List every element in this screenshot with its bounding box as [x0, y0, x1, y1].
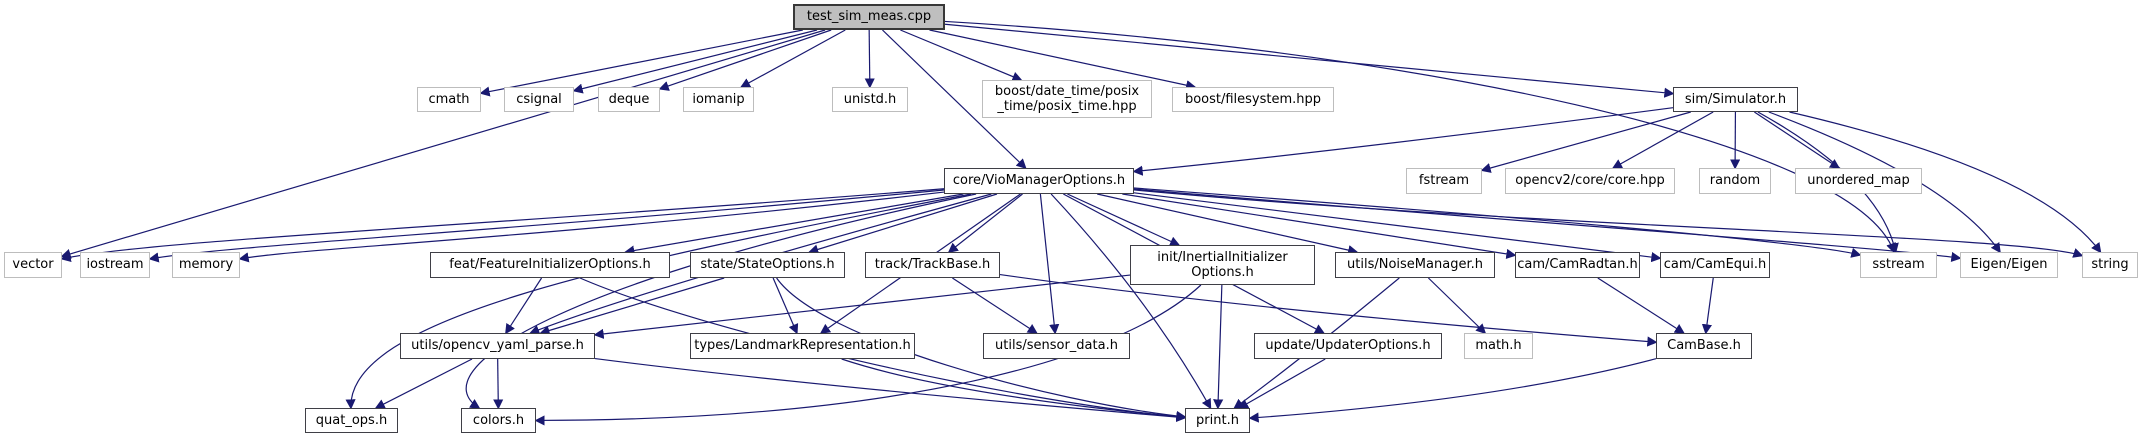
edge-sim-to-core [1132, 107, 1674, 176]
edge-core-to-iostream [148, 189, 945, 263]
edge-init-to-print [1213, 284, 1224, 410]
edge-core-to-string [1133, 189, 2084, 258]
edge-camradtan-to-cambase [1597, 277, 1685, 334]
edge-root-to-cmath [479, 29, 803, 97]
graph-node-deque: deque [598, 87, 660, 112]
edge-sim-to-unordered [1754, 111, 1841, 169]
graph-node-cmath: cmath [417, 87, 481, 112]
edge-root-to-boostfs [929, 29, 1197, 91]
graph-node-iostream: iostream [80, 252, 150, 278]
edge-core-to-print [1050, 193, 1212, 410]
edge-updater-to-print [1238, 358, 1326, 409]
graph-node-quat[interactable]: quat_ops.h [305, 408, 398, 433]
graph-node-updater[interactable]: update/UpdaterOptions.h [1254, 333, 1442, 359]
edge-root-to-unistd [864, 29, 875, 89]
edge-root-to-core [882, 29, 1027, 170]
edge-core-to-quat [345, 193, 972, 410]
graph-node-memory: memory [172, 252, 240, 278]
graph-node-init[interactable]: init/InertialInitializer Options.h [1130, 245, 1315, 285]
graph-node-noise[interactable]: utils/NoiseManager.h [1335, 252, 1495, 278]
edge-track-to-sensor [952, 277, 1038, 334]
edge-types-to-print [841, 358, 1187, 422]
edge-core-to-camequi [1133, 192, 1662, 263]
graph-node-vector: vector [4, 252, 62, 278]
graph-node-cambase[interactable]: CamBase.h [1656, 333, 1752, 359]
edge-feat-to-parse [505, 277, 543, 335]
edge-root-to-deque [658, 29, 832, 91]
graph-node-camradtan[interactable]: cam/CamRadtan.h [1515, 252, 1640, 278]
graph-node-fstream: fstream [1406, 168, 1482, 194]
edge-core-to-track [947, 193, 1023, 253]
edge-feat-to-print [579, 277, 1187, 422]
edge-init-to-parse [593, 274, 1131, 339]
edge-core-to-sstream [1133, 187, 1862, 258]
graph-node-parse[interactable]: utils/opencv_yaml_parse.h [400, 333, 595, 359]
graph-node-csignal: csignal [504, 87, 574, 112]
edge-cambase-to-print [1248, 358, 1657, 423]
edge-root-to-csignal [572, 29, 818, 94]
graph-node-sstream: sstream [1860, 252, 1937, 278]
edge-root-to-sstream [944, 20, 1896, 254]
graph-node-boostdt: boost/date_time/posix _time/posix_time.h… [982, 80, 1152, 118]
edge-track-to-cambase [999, 273, 1658, 347]
edge-sim-to-fstream [1480, 111, 1691, 173]
edge-parse-to-colors [493, 358, 504, 410]
edge-core-to-vector [60, 188, 945, 262]
edge-root-to-boostdt [900, 29, 1023, 82]
edge-state-to-print [776, 277, 1187, 422]
graph-node-camequi[interactable]: cam/CamEqui.h [1660, 252, 1770, 278]
graph-node-print[interactable]: print.h [1185, 408, 1250, 433]
graph-node-random: random [1699, 168, 1771, 194]
edge-state-to-types [772, 277, 799, 335]
edge-parse-to-quat [374, 358, 473, 409]
edge-root-to-sim [944, 23, 1675, 98]
edge-root-to-vector [60, 29, 826, 259]
graph-node-types[interactable]: types/LandmarkRepresentation.h [690, 333, 915, 359]
edge-noise-to-math [1427, 277, 1487, 335]
graph-node-opencv: opencv2/core/core.hpp [1505, 168, 1675, 194]
edge-root-to-iomanip [739, 29, 846, 88]
edge-sim-to-opencv [1611, 111, 1714, 169]
graph-node-root: test_sim_meas.cpp [793, 4, 945, 30]
edge-core-to-init [1067, 193, 1181, 247]
graph-node-iomanip: iomanip [683, 87, 754, 112]
edge-core-to-memory [238, 191, 945, 263]
edge-core-to-noise [1097, 193, 1359, 256]
graph-node-track[interactable]: track/TrackBase.h [865, 252, 1000, 278]
edge-core-to-feat [624, 193, 964, 256]
edge-state-to-parse [539, 277, 725, 336]
edge-core-to-colors [465, 193, 977, 409]
edge-core-to-camradtan [1122, 193, 1517, 259]
graph-node-core[interactable]: core/VioManagerOptions.h [944, 168, 1134, 194]
graph-node-unistd: unistd.h [832, 87, 908, 112]
edge-init-to-colors [534, 284, 1202, 426]
graph-node-boostfs: boost/filesystem.hpp [1172, 87, 1334, 112]
graph-node-sim[interactable]: sim/Simulator.h [1673, 87, 1798, 112]
graph-node-state[interactable]: state/StateOptions.h [690, 252, 845, 278]
graph-node-colors[interactable]: colors.h [461, 408, 536, 433]
graph-node-unordered: unordered_map [1795, 168, 1922, 194]
graph-node-sensor[interactable]: utils/sensor_data.h [983, 333, 1130, 359]
edge-core-to-state [808, 193, 998, 255]
edge-sim-to-string [1789, 111, 2102, 254]
graph-node-feat[interactable]: feat/FeatureInitializerOptions.h [430, 252, 670, 278]
edge-camequi-to-cambase [1701, 277, 1714, 335]
graph-node-string: string [2082, 252, 2138, 278]
graph-node-math: math.h [1464, 333, 1533, 359]
edge-core-to-sensor [1039, 193, 1060, 335]
edge-parse-to-print [594, 357, 1187, 423]
graph-node-eigen: Eigen/Eigen [1960, 252, 2058, 278]
